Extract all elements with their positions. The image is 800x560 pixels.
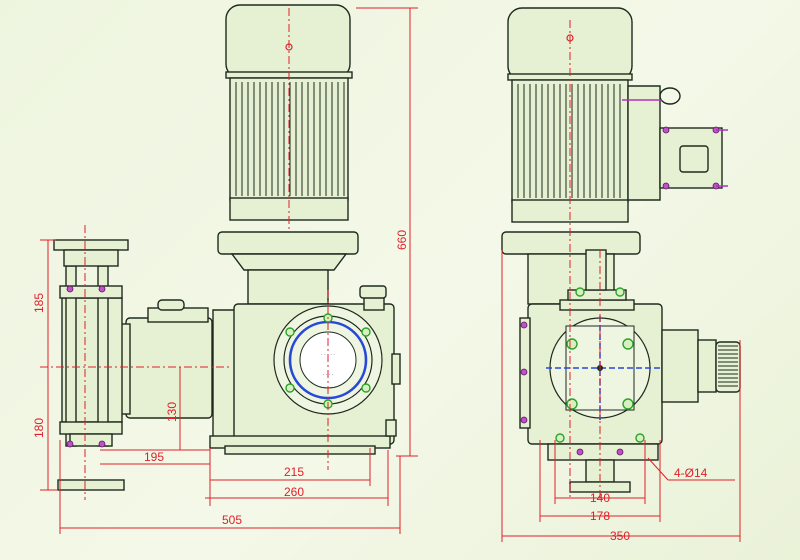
dim-180-label: 180	[32, 418, 46, 438]
adjust-knob-side	[661, 329, 741, 403]
dim-215-label: 215	[284, 465, 304, 479]
front-view: · · · · · · · · ·	[40, 4, 418, 534]
terminal-box	[622, 85, 728, 201]
dim-130-label: 130	[165, 402, 179, 422]
dim-505-label: 505	[222, 513, 242, 527]
adjust-knob-front	[359, 285, 387, 311]
dim-350-label: 350	[610, 529, 630, 543]
dim-185-label: 185	[32, 293, 46, 313]
inlet-section-front	[53, 239, 213, 491]
pump-head-side	[519, 249, 741, 493]
dim-195-label: 195	[144, 450, 164, 464]
dimension-lines-front	[40, 7, 418, 534]
side-view	[501, 7, 741, 542]
bolt-holes-label: 4-Ø14	[674, 466, 708, 480]
pump-head-front: · · · · · · · · ·	[209, 285, 401, 455]
dim-140-label: 140	[590, 491, 610, 505]
motor-front	[217, 4, 359, 305]
dim-178-label: 178	[590, 509, 610, 523]
dimension-labels: 660 185 180 130 195 215 260 505 140 178 …	[32, 230, 708, 543]
dimension-lines-side	[501, 20, 741, 542]
motor-side	[501, 7, 728, 305]
dim-660-label: 660	[395, 230, 409, 250]
dim-260-label: 260	[284, 485, 304, 499]
